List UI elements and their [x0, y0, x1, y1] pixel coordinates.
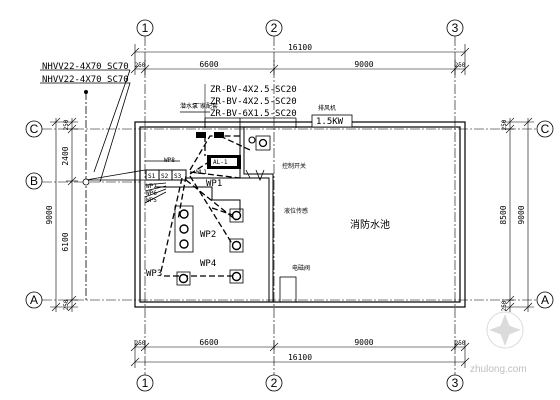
feed-junction-point — [82, 178, 90, 186]
svg-text:C: C — [30, 122, 39, 136]
pump-device — [176, 271, 191, 286]
svg-text:B: B — [30, 174, 38, 188]
note-vendor-supplied: 厂家配套 — [194, 102, 218, 110]
circuit-wp3-label: WP3 — [146, 269, 162, 279]
watermark-logo — [486, 311, 524, 349]
circuit-wl1-label: WL1 — [196, 169, 207, 176]
dim-bottom-edge-right: 250 — [455, 340, 466, 347]
left-dimensions — [50, 117, 78, 312]
bottom-dimensions — [130, 340, 470, 368]
control-switch — [196, 132, 206, 138]
note-level-sensor: 液位传感 — [284, 207, 308, 215]
cable-spec-1: ZR-BV-4X2.5-SC20 — [210, 85, 297, 95]
panel-al1-label: AL-1 — [213, 159, 228, 166]
dim-top-edge-left: 250 — [135, 62, 146, 69]
building-walls — [134, 121, 466, 308]
control-switch — [214, 132, 224, 138]
dim-bottom-span1: 6600 — [199, 338, 218, 347]
svg-text:3: 3 — [452, 376, 459, 390]
axis-grid — [42, 36, 540, 375]
top-dimensions — [130, 44, 470, 75]
svg-text:3: 3 — [452, 21, 459, 35]
dim-top-edge-right: 250 — [455, 62, 466, 69]
small-room — [279, 276, 297, 303]
incoming-feed — [40, 69, 146, 300]
dim-top-span1: 6600 — [199, 60, 218, 69]
panel-boards — [145, 155, 241, 181]
svg-text:A: A — [541, 293, 549, 307]
note-submersible-pump: 潜水泵 — [180, 102, 198, 110]
dim-left-edge-top: 250 — [63, 119, 70, 130]
axis-bubble-b-left: B — [25, 172, 43, 190]
cable-spec-2: ZR-BV-4X2.5-SC20 — [210, 97, 297, 107]
axis-bubble-3-bottom: 3 — [446, 374, 464, 392]
power-rating-box — [311, 114, 353, 128]
dim-right-edge-bottom: 250 — [501, 300, 508, 311]
axis-bubble-c-left: C — [25, 120, 43, 138]
room-name-fire-pool: 消防水池 — [350, 218, 390, 231]
watermark-text: zhulong.com — [470, 364, 527, 375]
switch-device — [245, 169, 265, 182]
axis-bubble-a-left: A — [25, 291, 43, 309]
dim-bottom-total: 16100 — [288, 353, 312, 362]
power-rating: 1.5KW — [316, 117, 344, 127]
dim-top-span2: 9000 — [354, 60, 373, 69]
dim-left-edge-bottom: 250 — [63, 299, 70, 310]
pump-group-left — [174, 205, 194, 253]
axis-bubble-3-top: 3 — [446, 19, 464, 37]
panel-s1-label: S1 — [148, 173, 156, 180]
axis-bubble-2-top: 2 — [265, 19, 283, 37]
svg-text:1: 1 — [142, 21, 149, 35]
circuit-wp7-label: WP7 — [146, 183, 157, 190]
circuit-wp5-label: WP5 — [146, 197, 157, 204]
axis-bubble-c-right: C — [536, 120, 554, 138]
dim-right-edge-top: 250 — [501, 119, 508, 130]
dim-left-lower: 6100 — [61, 232, 70, 251]
circuit-wp6-label: WP6 — [146, 190, 157, 197]
circuit-wp1-label: WP1 — [206, 179, 222, 189]
circuit-wp8-label: WP8 — [164, 157, 175, 164]
circuit-wp2-label: WP2 — [200, 230, 216, 240]
circuit-wiring — [159, 135, 251, 277]
panel-s2-label: S2 — [161, 173, 169, 180]
dim-bottom-span2: 9000 — [354, 338, 373, 347]
dim-bottom-edge-left: 250 — [135, 340, 146, 347]
svg-text:2: 2 — [271, 376, 278, 390]
note-solenoid-valve: 电磁阀 — [292, 264, 310, 272]
dim-left-total: 9000 — [45, 205, 54, 224]
note-control-switch: 控制开关 — [282, 162, 306, 170]
note-exhaust-fan: 排风机 — [318, 104, 336, 112]
dim-top-total: 16100 — [288, 43, 312, 52]
axis-bubble-1-bottom: 1 — [136, 374, 154, 392]
dim-left-upper: 2400 — [61, 146, 70, 165]
panel-s3-label: S3 — [174, 173, 182, 180]
pump-device — [229, 238, 244, 253]
circuit-wp4-label: WP4 — [200, 259, 216, 269]
feed-top-point — [84, 90, 88, 94]
svg-text:C: C — [541, 122, 550, 136]
axis-bubble-1-top: 1 — [136, 19, 154, 37]
feed-cable-label-1: NHVV22-4X70 SC70 — [42, 62, 129, 72]
feed-cable-label-2: NHVV22-4X70 SC70 — [42, 75, 129, 85]
svg-text:1: 1 — [142, 376, 149, 390]
svg-text:A: A — [30, 293, 38, 307]
pump-device — [229, 269, 244, 284]
dim-right-overall: 9000 — [517, 205, 526, 224]
svg-text:2: 2 — [271, 21, 278, 35]
dim-right-total: 8500 — [499, 205, 508, 224]
axis-bubble-a-right: A — [536, 291, 554, 309]
axis-bubble-2-bottom: 2 — [265, 374, 283, 392]
fan-device — [248, 135, 271, 151]
right-dimensions — [502, 117, 534, 312]
pump-device — [229, 208, 244, 223]
cable-spec-3: ZR-BV-6X1.5-SC20 — [210, 109, 297, 119]
